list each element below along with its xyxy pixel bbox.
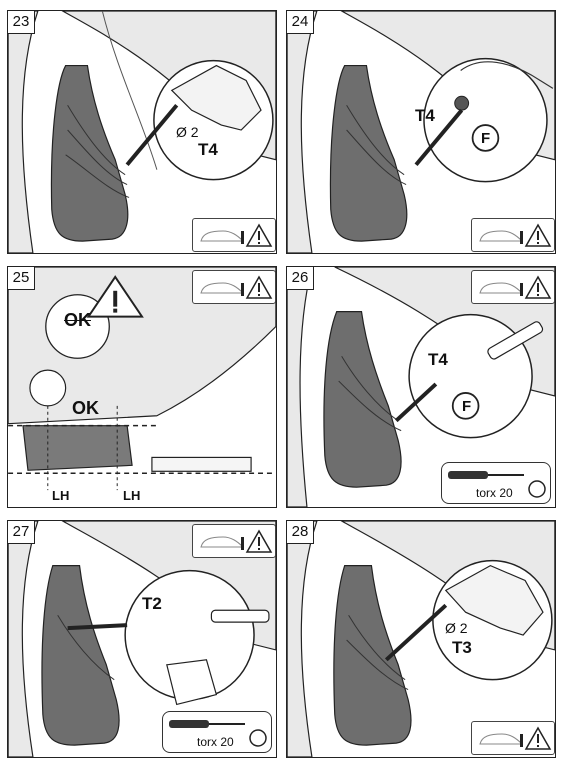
fastener-label: F — [462, 398, 472, 415]
step-number: 25 — [8, 267, 35, 290]
fastener-label: F — [481, 130, 491, 147]
step-number: 27 — [8, 521, 35, 544]
torque-label: T4 — [198, 140, 218, 159]
lh-left-label: LH — [52, 488, 70, 503]
torx-tool-box: torx 20 — [162, 711, 272, 753]
step-number: 23 — [8, 11, 35, 34]
step-27-panel: 27 T2 torx 20 — [7, 520, 277, 758]
car-warning-box — [192, 218, 276, 252]
step-number: 26 — [287, 267, 314, 290]
detail-circle — [423, 57, 548, 183]
drill-icon — [170, 64, 262, 131]
alignment-illustration — [8, 267, 276, 491]
mudflap-drilling-illustration — [287, 521, 555, 757]
not-ok-label: OK — [64, 310, 91, 330]
mudflap-shape — [41, 565, 120, 746]
torx-tool-box: torx 20 — [441, 462, 551, 504]
step-number: 28 — [287, 521, 314, 544]
step-28-panel: 28 Ø 2 T3 — [286, 520, 556, 758]
step-26-panel: 26 T4 F torx 20 — [286, 266, 556, 508]
torque-label: T4 — [428, 350, 448, 369]
car-warning-box — [192, 524, 276, 558]
screwdriver-icon — [487, 321, 544, 360]
ok-label: OK — [72, 398, 99, 418]
torx-bit-icon — [528, 480, 546, 498]
car-warning-box — [471, 270, 555, 304]
mudflap-shape — [329, 64, 408, 242]
tool-size-label: torx 20 — [476, 486, 513, 500]
screwdriver-icon — [169, 720, 209, 728]
torque-label: T3 — [452, 638, 472, 657]
mudflap-drilling-illustration — [8, 11, 276, 253]
step-23-panel: 23 Ø 2 T4 — [7, 10, 277, 254]
detail-circle — [408, 313, 533, 439]
car-warning-box — [471, 721, 555, 755]
mudflap-shape — [333, 565, 412, 746]
screw-insertion-illustration — [287, 11, 555, 253]
spirit-level — [151, 456, 252, 472]
drill-icon — [444, 564, 544, 636]
tool-size-label: torx 20 — [197, 735, 234, 749]
step-24-panel: 24 T4 F — [286, 10, 556, 254]
mudflap-shape — [50, 64, 129, 242]
lh-right-label: LH — [123, 488, 141, 503]
step-25-panel: 25 OK OK LH LH — [7, 266, 277, 508]
car-warning-box — [471, 218, 555, 252]
mudflap-shape — [22, 425, 133, 471]
torx-bit-icon — [249, 729, 267, 747]
car-warning-box — [192, 270, 276, 304]
torque-label: T2 — [142, 594, 162, 613]
screwdriver-icon — [210, 609, 270, 623]
drill-diameter-label: Ø 2 — [176, 124, 199, 140]
drill-diameter-label: Ø 2 — [445, 620, 468, 636]
hand-shape — [460, 61, 554, 89]
box-icon — [166, 659, 218, 706]
torque-label: T4 — [415, 106, 435, 125]
screwdriver-icon — [448, 471, 488, 479]
mudflap-shape — [323, 311, 402, 488]
step-number: 24 — [287, 11, 314, 34]
